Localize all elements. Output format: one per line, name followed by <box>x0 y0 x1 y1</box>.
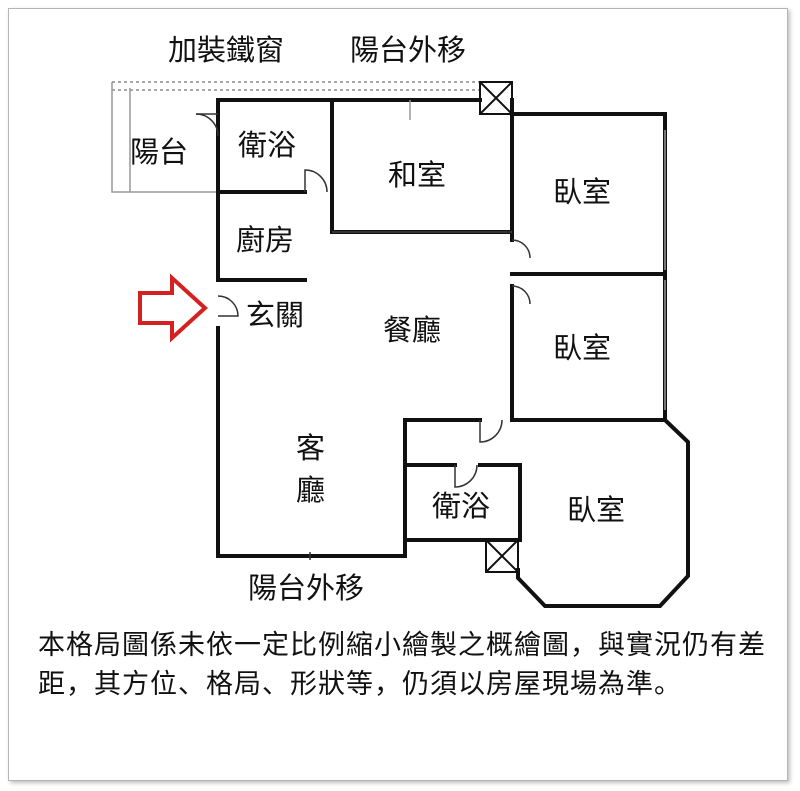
balcony-outline <box>111 82 218 193</box>
label-dining: 餐廳 <box>383 313 441 347</box>
label-bedroom-top: 臥室 <box>553 175 611 209</box>
label-balcony: 陽台 <box>130 135 188 169</box>
label-living-1: 客 <box>296 431 325 465</box>
thin-lines <box>309 100 666 560</box>
disclaimer-text: 本格局圖係未依一定比例縮小繪製之概繪圖，與實況仍有差距，其方位、格局、形狀等，仍… <box>38 630 766 700</box>
label-bath-lower: 衛浴 <box>432 489 490 523</box>
label-balcony-shift-bottom: 陽台外移 <box>248 571 364 605</box>
arrow-right-outline-icon <box>138 273 208 343</box>
duct-box-bottom <box>485 539 519 573</box>
label-living-2: 廳 <box>296 473 325 507</box>
label-bath-upper: 衛浴 <box>238 128 296 162</box>
label-bedroom-mid: 臥室 <box>553 331 611 365</box>
label-bedroom-bottom: 臥室 <box>567 493 625 527</box>
floorplan-frame <box>8 8 788 781</box>
label-balcony-shift-top: 陽台外移 <box>350 33 466 67</box>
door-swings <box>195 113 531 488</box>
label-entrance: 玄關 <box>246 298 304 332</box>
walls <box>216 98 690 608</box>
label-japanese-room: 和室 <box>388 158 446 192</box>
label-iron-window: 加裝鐵窗 <box>168 33 284 67</box>
label-kitchen: 廚房 <box>236 223 294 257</box>
duct-box-top <box>479 81 513 115</box>
iron-window-line <box>112 81 480 91</box>
